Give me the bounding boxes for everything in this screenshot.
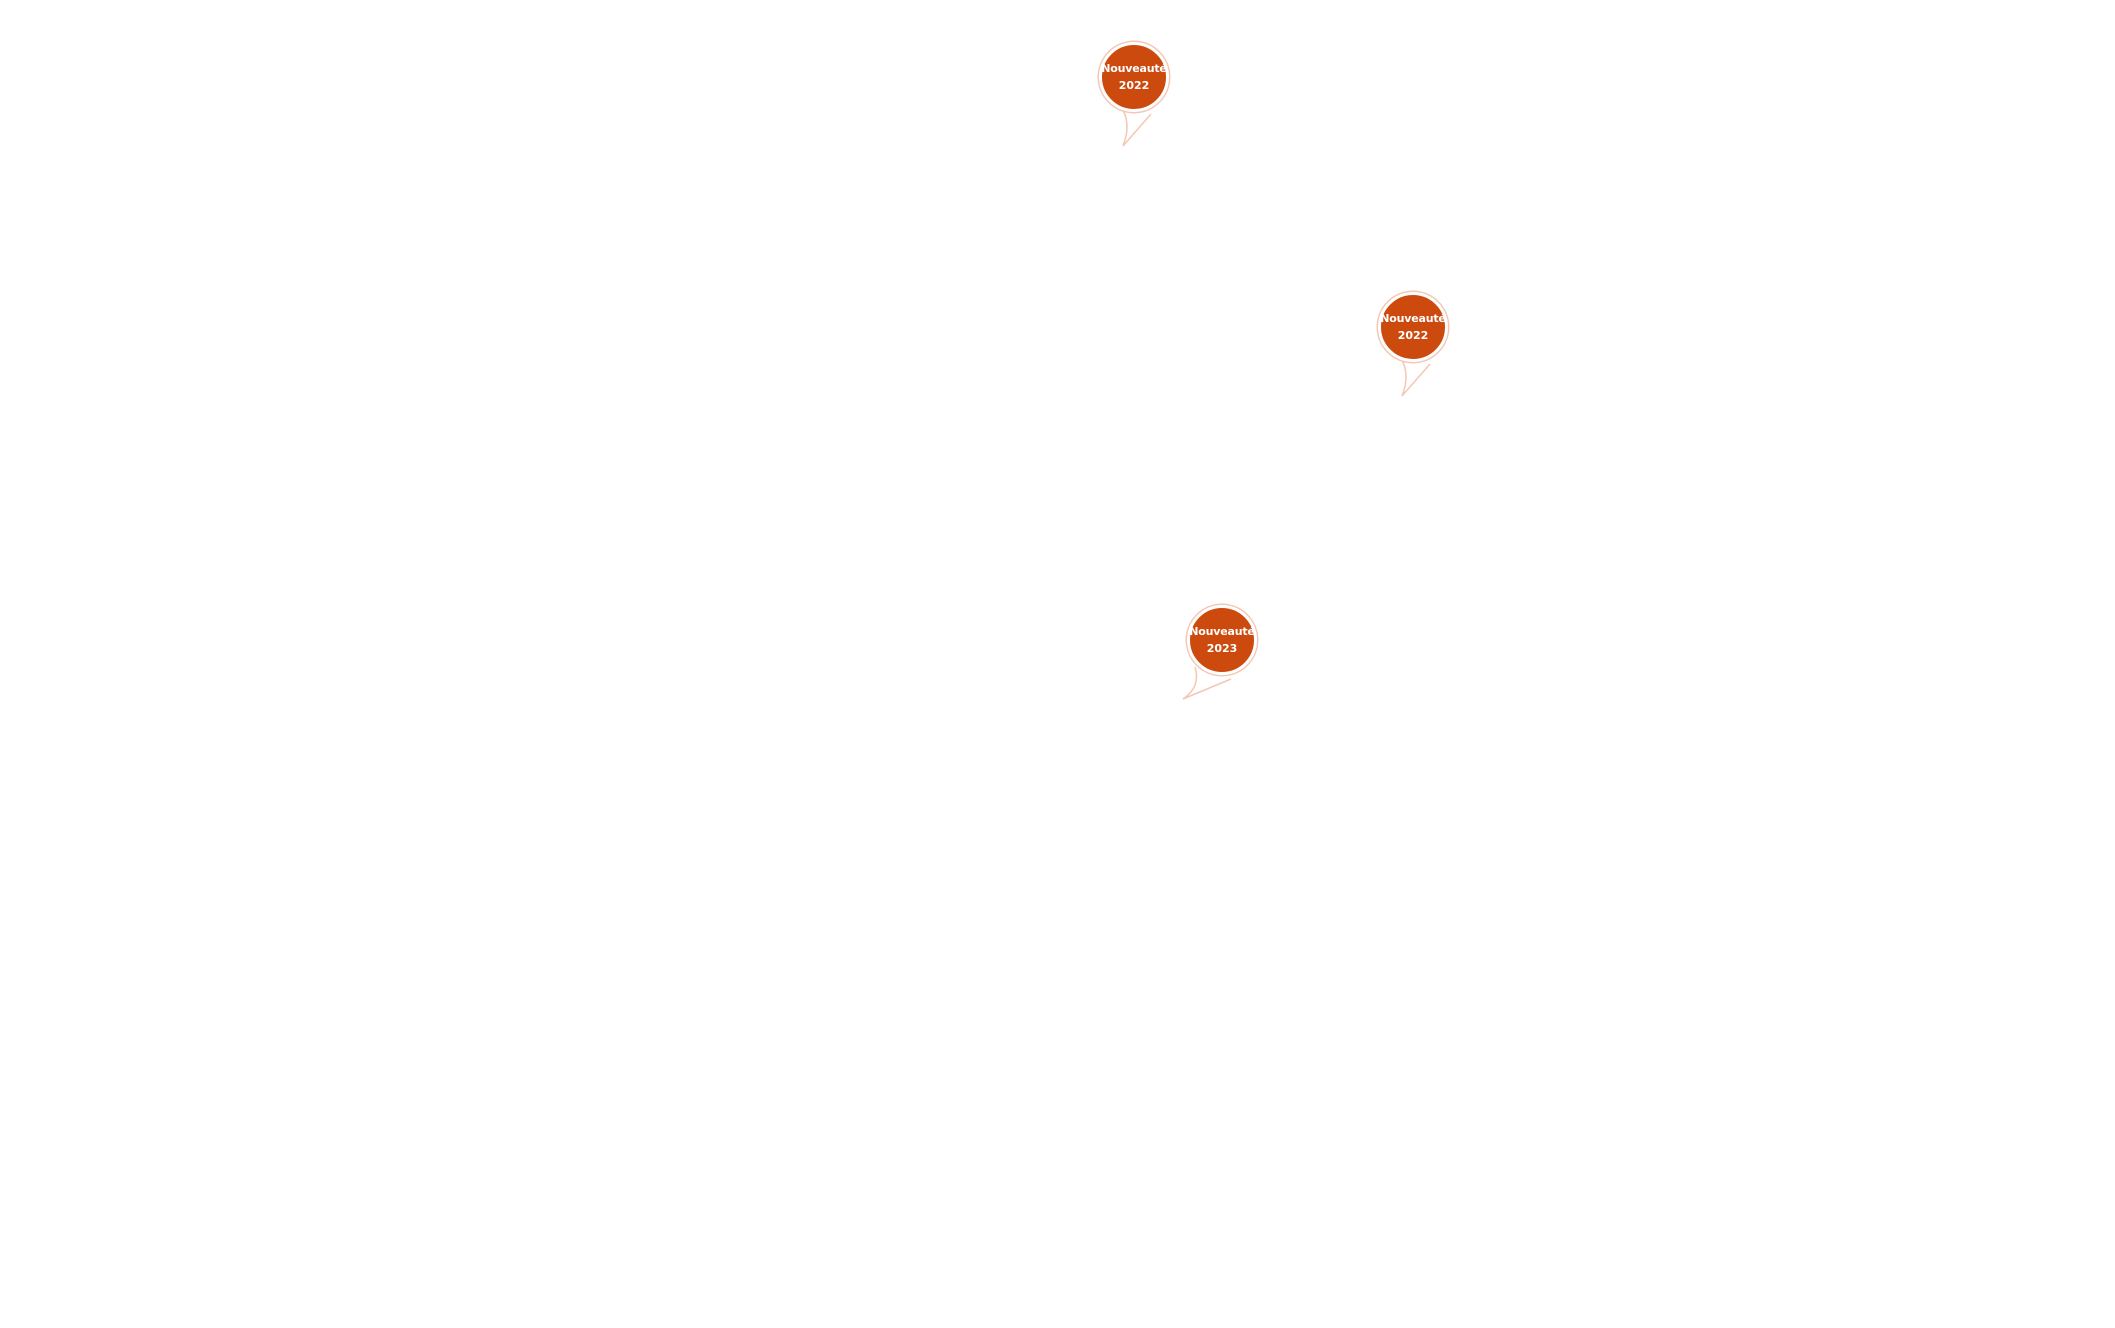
marker-label: Nouveauté — [1380, 312, 1446, 325]
map-marker[interactable]: Nouveauté 2023 — [1182, 601, 1261, 711]
marker-label: Nouveauté — [1189, 625, 1255, 638]
marker-pointer-icon — [1182, 666, 1232, 700]
marker-bubble[interactable]: Nouveauté 2022 — [1378, 292, 1448, 362]
marker-bubble[interactable]: Nouveauté 2023 — [1187, 605, 1257, 675]
marker-bubble[interactable]: Nouveauté 2022 — [1099, 42, 1169, 112]
marker-pointer-icon — [1122, 109, 1152, 147]
marker-year: 2022 — [1397, 329, 1429, 342]
map-marker[interactable]: Nouveauté 2022 — [1095, 38, 1173, 148]
marker-label: Nouveauté — [1101, 62, 1167, 75]
marker-year: 2022 — [1118, 79, 1150, 92]
marker-pointer-icon — [1401, 359, 1431, 397]
map-marker[interactable]: Nouveauté 2022 — [1374, 288, 1452, 398]
marker-year: 2023 — [1206, 642, 1238, 655]
